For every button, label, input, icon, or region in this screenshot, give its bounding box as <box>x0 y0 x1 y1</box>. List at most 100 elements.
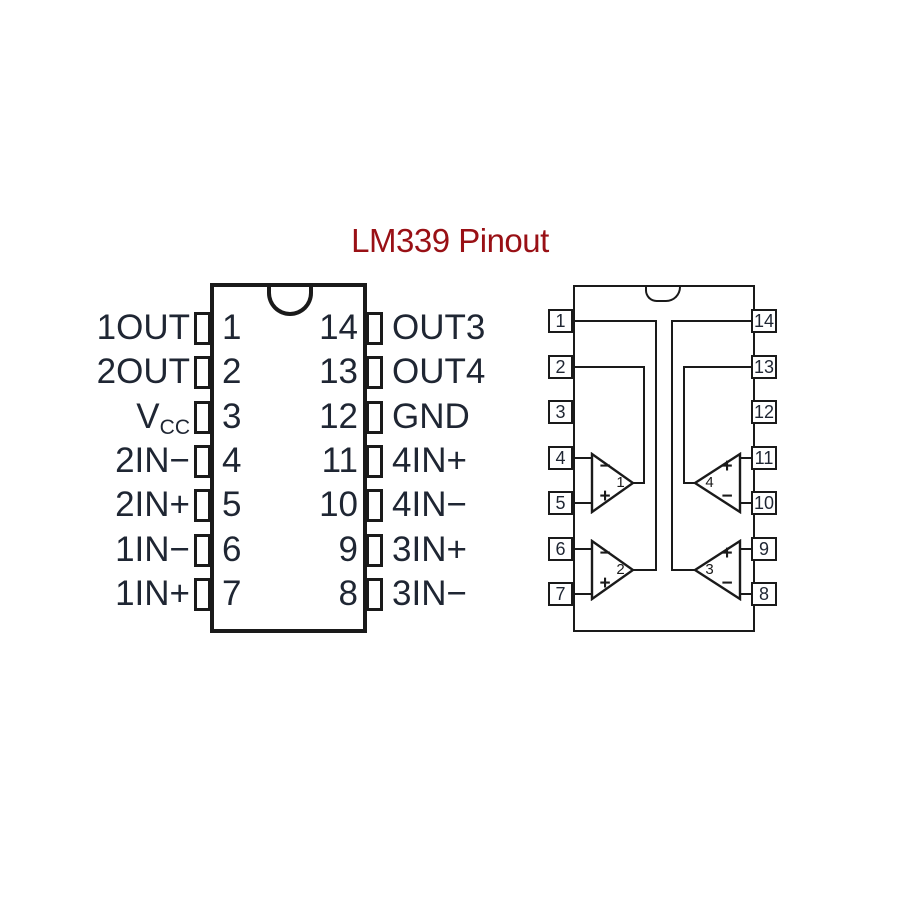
right-ic-pin-box: 1 <box>548 309 573 333</box>
left-ic-pin-number: 7 <box>222 574 242 613</box>
left-ic-pin-box-right <box>366 445 383 478</box>
comparator: + −4 <box>693 452 742 514</box>
comparator-input-sign: + <box>721 456 733 477</box>
schematic-trace <box>740 457 755 459</box>
left-ic-pin-box-left <box>194 312 211 345</box>
left-ic-pin-number: 2 <box>222 352 242 391</box>
schematic-trace <box>671 569 697 571</box>
left-ic-pin-label: 2OUT <box>40 350 190 394</box>
right-ic-pin-box: 14 <box>751 309 777 333</box>
left-ic-pin-box-right <box>366 534 383 567</box>
right-ic-pin-box: 6 <box>548 537 573 561</box>
schematic-trace <box>573 366 645 368</box>
schematic-trace <box>683 366 685 484</box>
left-ic-pin-label: 1OUT <box>40 306 190 350</box>
right-ic-pin-box: 10 <box>751 491 777 515</box>
left-ic-pin-label: 1IN− <box>40 528 190 572</box>
pin-label-text: 1IN− <box>115 530 190 569</box>
comparator-number: 4 <box>705 474 714 491</box>
left-ic-pin-label: OUT4 <box>392 352 486 391</box>
schematic-trace <box>633 569 657 571</box>
pin-label-text: 2OUT <box>96 352 190 391</box>
left-ic-pin-box-left <box>194 445 211 478</box>
schematic-trace <box>573 548 593 550</box>
comparator-number: 2 <box>616 561 625 578</box>
comparator-input-sign: − <box>721 573 733 594</box>
comparator-input-sign: − <box>599 456 611 477</box>
schematic-trace <box>671 320 755 322</box>
comparator-number: 3 <box>705 561 714 578</box>
left-ic-pin-label: 3IN− <box>392 574 467 613</box>
left-ic-pin-label: 4IN+ <box>392 441 467 480</box>
left-ic-pin-number: 3 <box>222 397 242 436</box>
right-ic-pin-box: 12 <box>751 400 777 424</box>
left-ic-pin-number: 6 <box>222 530 242 569</box>
schematic-trace <box>643 366 645 484</box>
left-ic-pin-number: 11 <box>321 441 358 480</box>
right-ic-pin-box: 5 <box>548 491 573 515</box>
left-ic-pin-number: 14 <box>319 308 358 347</box>
comparator-triangle-icon <box>590 539 635 601</box>
comparator-number: 1 <box>616 474 625 491</box>
pin-label-subscript: CC <box>159 416 190 439</box>
left-ic-pin-label: 4IN− <box>392 485 467 524</box>
left-ic-pin-number: 4 <box>222 441 242 480</box>
page-title: LM339 Pinout <box>351 222 549 259</box>
comparator: − +1 <box>590 452 635 514</box>
pin-label-text: V <box>136 397 160 436</box>
left-ic-pin-label: 2IN+ <box>40 483 190 527</box>
schematic-trace <box>740 593 755 595</box>
comparator-input-sign: − <box>721 486 733 507</box>
pin-label-text: 2IN+ <box>115 485 190 524</box>
right-ic-pin-box: 8 <box>751 582 777 606</box>
left-ic-pin-label: 1IN+ <box>40 572 190 616</box>
comparator-triangle-icon <box>693 539 742 601</box>
left-ic-pin-label: 2IN− <box>40 439 190 483</box>
left-ic-body <box>210 283 367 633</box>
comparator-input-sign: + <box>599 486 611 507</box>
left-ic-pin-number: 10 <box>319 485 358 524</box>
schematic-trace <box>740 548 755 550</box>
right-ic-pin-box: 3 <box>548 400 573 424</box>
left-ic-pin-number: 9 <box>338 530 358 569</box>
left-ic-pin-label: 3IN+ <box>392 530 467 569</box>
comparator-triangle-icon <box>693 452 742 514</box>
left-ic-pin-number: 5 <box>222 485 242 524</box>
schematic-trace <box>671 320 673 571</box>
left-ic-pin-box-right <box>366 401 383 434</box>
schematic-trace <box>683 366 755 368</box>
left-ic-pin-label: GND <box>392 397 470 436</box>
left-ic-pin-box-right <box>366 578 383 611</box>
schematic-trace <box>683 482 697 484</box>
comparator-input-sign: + <box>721 543 733 564</box>
pin-label-text: 2IN− <box>115 441 190 480</box>
left-ic-pin-box-left <box>194 401 211 434</box>
pin-label-text: 1OUT <box>96 308 190 347</box>
right-ic-pin-box: 2 <box>548 355 573 379</box>
left-ic-pin-number: 1 <box>222 308 242 347</box>
right-ic-pin-box: 4 <box>548 446 573 470</box>
comparator-triangle-icon <box>590 452 635 514</box>
comparator-input-sign: − <box>599 543 611 564</box>
comparator-input-sign: + <box>599 573 611 594</box>
right-ic-pin-box: 9 <box>751 537 777 561</box>
left-ic-pin-box-left <box>194 489 211 522</box>
right-ic-pin-box: 13 <box>751 355 777 379</box>
schematic-trace <box>573 502 593 504</box>
right-ic-pin-box: 11 <box>751 446 777 470</box>
schematic-trace <box>573 320 657 322</box>
schematic-trace <box>655 320 657 571</box>
comparator: − +2 <box>590 539 635 601</box>
left-ic-pin-box-right <box>366 489 383 522</box>
left-ic-pin-label: OUT3 <box>392 308 486 347</box>
schematic-trace <box>633 482 645 484</box>
comparator: + −3 <box>693 539 742 601</box>
schematic-trace <box>740 502 755 504</box>
